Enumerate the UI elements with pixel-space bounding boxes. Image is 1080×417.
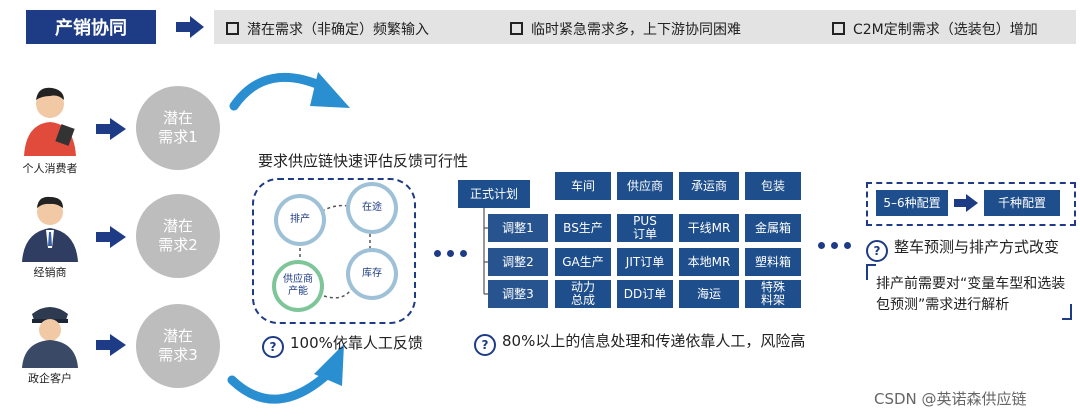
ellipsis-dot [844, 242, 851, 249]
config-to: 千种配置 [984, 190, 1060, 216]
plan-cell: 干线MR [679, 214, 739, 242]
plan-cell: 金属箱 [745, 214, 801, 242]
plan-cell: JIT订单 [617, 248, 673, 276]
plan-footer: ?80%以上的信息处理和传递依靠人工，风险高 [474, 330, 805, 356]
plan-cell: 本地MR [679, 248, 739, 276]
ellipsis-dot [831, 242, 838, 249]
header-cell: 包装 [745, 172, 801, 200]
plan-cell: DD订单 [617, 280, 673, 308]
demand-circle-3: 潜在 需求3 [136, 304, 220, 388]
challenge-item-1: 潜在需求（非确定）频繁输入 [226, 19, 429, 39]
header-cell: 车间 [555, 172, 611, 200]
plan-cell: 塑料箱 [745, 248, 801, 276]
right-question: ?整车预测与排产方式改变 [866, 236, 1059, 262]
ellipsis-dot [434, 250, 441, 257]
checkbox-icon [226, 22, 239, 35]
challenge-bar: 潜在需求（非确定）频繁输入 临时紧急需求多，上下游协同困难 C2M定制需求（选装… [214, 10, 1076, 44]
challenge-item-3: C2M定制需求（选装包）增加 [832, 19, 1038, 39]
customer-label-2: 经销商 [33, 266, 67, 279]
checkbox-icon [510, 22, 523, 35]
plan-cell: PUS 订单 [617, 214, 673, 242]
adjust-row-label: 调整2 [488, 248, 548, 276]
plan-cell: 海运 [679, 280, 739, 308]
config-from: 5–6种配置 [876, 190, 948, 216]
plan-cell: GA生产 [555, 248, 611, 276]
header-cell: 承运商 [679, 172, 739, 200]
node-scheduling: 排产 [278, 198, 322, 242]
dealer-avatar [22, 196, 78, 262]
arrow-right-icon [96, 226, 126, 248]
plan-cell: BS生产 [555, 214, 611, 242]
ellipsis-dot [447, 250, 454, 257]
config-change-box [866, 182, 1076, 226]
cycle-footer: ?100%依靠人工反馈 [262, 332, 423, 358]
section-title: 产销协同 [26, 10, 156, 44]
challenge-item-2: 临时紧急需求多，上下游协同困难 [510, 19, 741, 39]
cycle-caption: 要求供应链快速评估反馈可行性 [258, 152, 469, 170]
curved-arrow-icon [229, 72, 350, 111]
arrow-right-icon [176, 16, 204, 38]
question-icon: ? [262, 336, 284, 358]
node-supplier-capacity: 供应商 产能 [276, 264, 320, 308]
formal-plan-node: 正式计划 [458, 180, 530, 208]
customer-label-3: 政企客户 [28, 372, 72, 385]
demand-circle-1: 潜在 需求1 [136, 86, 220, 170]
plan-cell: 动力 总成 [555, 280, 611, 308]
consumer-avatar [24, 87, 76, 156]
ellipsis-dot [818, 242, 825, 249]
arrow-right-icon [954, 194, 978, 212]
enterprise-avatar [22, 307, 78, 368]
analysis-note-text: 排产前需要对“变量车型和选装包预测”需求进行解析 [876, 276, 1066, 313]
arrow-right-icon [96, 118, 126, 140]
curved-arrow-icon [227, 344, 344, 404]
node-in-transit: 在途 [350, 186, 394, 230]
arrow-right-icon [96, 334, 126, 356]
feedback-cycle-box [252, 178, 416, 324]
bracket-bottom-right [1062, 304, 1072, 320]
demand-circle-2: 潜在 需求2 [136, 194, 220, 278]
checkbox-icon [832, 22, 845, 35]
question-icon: ? [866, 240, 888, 262]
question-icon: ? [474, 334, 496, 356]
node-inventory: 库存 [350, 252, 394, 296]
watermark: CSDN @英诺森供应链 [874, 390, 1027, 408]
analysis-note: 排产前需要对“变量车型和选装包预测”需求进行解析 [866, 264, 1072, 320]
plan-cell: 特殊 料架 [745, 280, 801, 308]
customer-label-1: 个人消费者 [22, 162, 78, 175]
adjust-row-label: 调整1 [488, 214, 548, 242]
bracket-top-left [866, 264, 876, 280]
header-cell: 供应商 [617, 172, 673, 200]
ellipsis-dot [460, 250, 467, 257]
adjust-row-label: 调整3 [488, 280, 548, 308]
